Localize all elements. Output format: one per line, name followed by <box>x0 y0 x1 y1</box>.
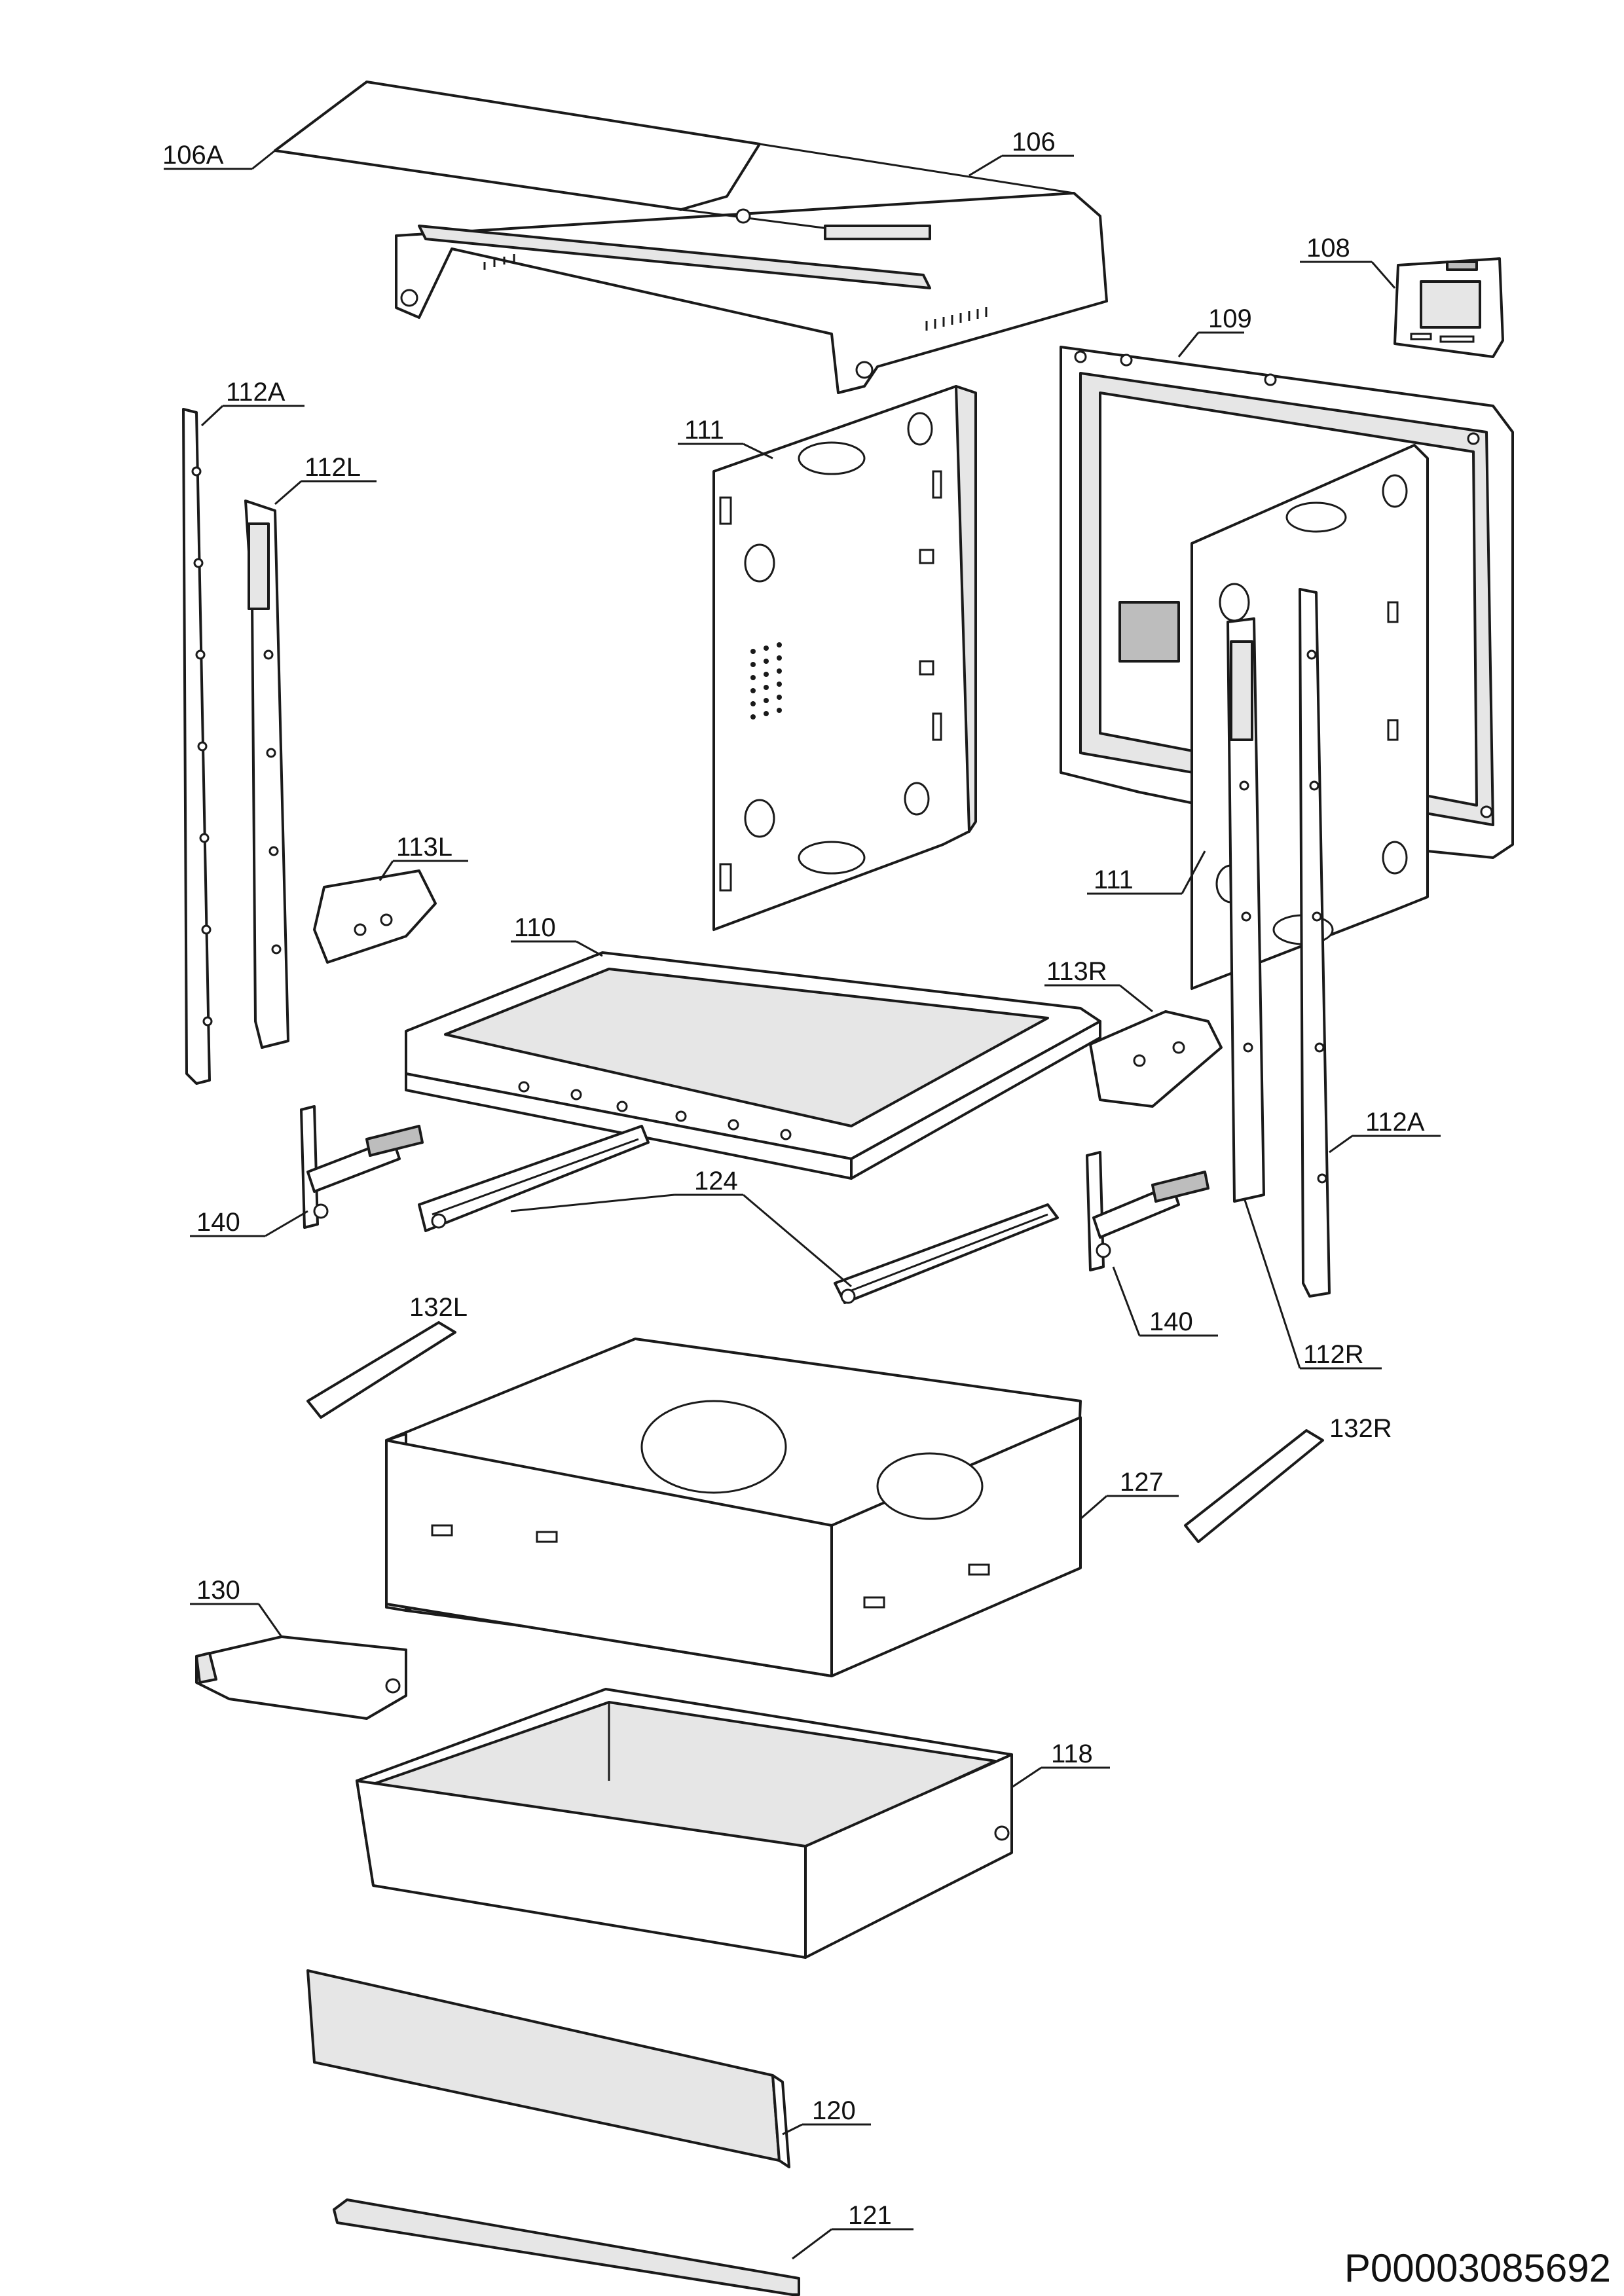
part-110-base-frame <box>405 951 1101 1180</box>
callout-112A-left: 112A <box>226 378 286 407</box>
part-108-control-module <box>1393 257 1504 358</box>
callout-106: 106 <box>1012 128 1056 156</box>
part-124-slide-left <box>418 1125 650 1232</box>
part-112L-rail-left <box>244 500 289 1049</box>
part-127-drawer-housing <box>385 1338 1082 1677</box>
callout-132R: 132R <box>1329 1414 1392 1443</box>
part-124-slide-right <box>834 1203 1059 1304</box>
part-120-front-panel <box>306 1969 790 2168</box>
callout-140-right: 140 <box>1149 1307 1193 1336</box>
callout-118: 118 <box>1051 1740 1093 1768</box>
part-113R-bracket <box>1089 1010 1223 1108</box>
part-112R-rail-right <box>1227 617 1265 1203</box>
part-140-hinge-right <box>1086 1151 1209 1271</box>
callout-113L: 113L <box>396 833 452 862</box>
part-111-side-panel-top <box>712 385 977 931</box>
callout-106A: 106A <box>162 141 224 170</box>
part-130-control-box <box>195 1635 407 1720</box>
callout-112L: 112L <box>304 453 361 482</box>
callout-127: 127 <box>1120 1468 1164 1497</box>
callout-112A-right: 112A <box>1365 1108 1425 1137</box>
callout-120: 120 <box>812 2096 856 2125</box>
part-112A-rail-left <box>182 408 213 1085</box>
part-118-drawer <box>356 1688 1013 1959</box>
callout-130: 130 <box>196 1576 240 1605</box>
callout-112R: 112R <box>1303 1340 1364 1369</box>
part-106-top-cover <box>274 81 1108 394</box>
callout-111-right: 111 <box>1094 866 1134 894</box>
leader-lines <box>164 149 1441 2260</box>
part-132R-rail <box>1184 1429 1324 1543</box>
part-121-trim <box>333 2198 800 2296</box>
callout-140-left: 140 <box>196 1208 240 1237</box>
callout-109: 109 <box>1208 304 1252 333</box>
callout-132L: 132L <box>409 1293 468 1322</box>
callout-111-top: 111 <box>684 416 724 445</box>
callout-110: 110 <box>514 913 556 942</box>
callout-121: 121 <box>848 2201 892 2230</box>
part-140-hinge-left <box>300 1105 424 1229</box>
callout-124: 124 <box>694 1167 738 1195</box>
callout-108: 108 <box>1306 234 1350 263</box>
part-113L-bracket <box>313 869 437 964</box>
part-132L-rail <box>306 1321 456 1419</box>
callout-113R: 113R <box>1046 957 1107 986</box>
part-112A-rail-right <box>1299 588 1331 1298</box>
document-number: P00003085692 <box>1344 2246 1611 2290</box>
